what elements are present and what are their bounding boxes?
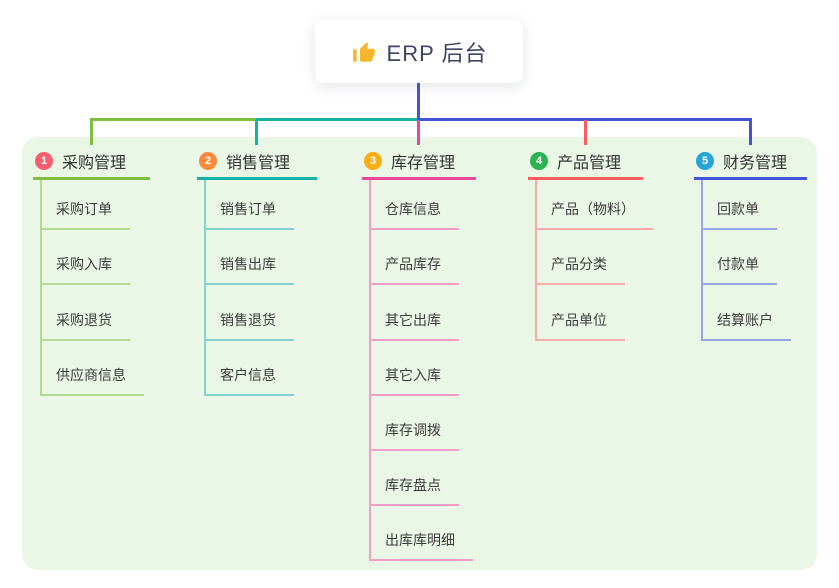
child-label: 库存盘点 [385, 477, 441, 493]
child-label: 出库库明细 [385, 532, 455, 548]
child-label: 产品（物料） [551, 201, 635, 217]
child-node[interactable]: 采购退货 [40, 309, 130, 341]
priority-3-badge: 3 [364, 152, 382, 170]
priority-2-badge: 2 [199, 152, 217, 170]
child-label: 付款单 [717, 256, 759, 272]
branch-label: 库存管理 [391, 155, 456, 172]
child-label: 采购订单 [56, 201, 112, 217]
child-label: 其它入库 [385, 367, 441, 383]
child-node[interactable]: 付款单 [701, 253, 777, 285]
branch-label: 财务管理 [723, 155, 788, 172]
child-node[interactable]: 其它入库 [369, 364, 459, 396]
child-node[interactable]: 采购入库 [40, 253, 130, 285]
child-node[interactable]: 结算账户 [701, 309, 791, 341]
connector-drop-branch-1 [90, 120, 93, 145]
child-label: 其它出库 [385, 312, 441, 328]
child-node[interactable]: 仓库信息 [369, 198, 459, 230]
child-node[interactable]: 库存调拨 [369, 419, 459, 451]
child-label: 销售订单 [220, 201, 276, 217]
child-label: 产品分类 [551, 256, 607, 272]
child-label: 回款单 [717, 201, 759, 217]
child-label: 销售退货 [220, 312, 276, 328]
connector-bus-blue [417, 118, 752, 121]
connector-drop-branch-2 [255, 120, 258, 145]
child-label: 客户信息 [220, 367, 276, 383]
branch-1-child-line [40, 178, 42, 396]
branch-label: 采购管理 [62, 155, 127, 172]
child-node[interactable]: 采购订单 [40, 198, 130, 230]
child-node[interactable]: 产品库存 [369, 253, 459, 285]
priority-1-badge: 1 [35, 152, 53, 170]
mindmap-panel [22, 137, 817, 570]
connector-drop-branch-4 [584, 120, 587, 145]
priority-5-badge: 5 [696, 152, 714, 170]
child-node[interactable]: 供应商信息 [40, 364, 144, 396]
branch-5-child-line [701, 178, 703, 341]
child-node[interactable]: 回款单 [701, 198, 777, 230]
child-node[interactable]: 销售订单 [204, 198, 294, 230]
branch-node-finance[interactable]: 5 财务管理 [694, 149, 807, 180]
root-node[interactable]: ERP 后台 [315, 20, 523, 83]
branch-node-inventory[interactable]: 3 库存管理 [362, 149, 476, 180]
child-node[interactable]: 销售退货 [204, 309, 294, 341]
branch-3-child-line [369, 178, 371, 561]
connector-bus-teal [256, 118, 418, 121]
connector-drop-branch-3 [417, 120, 420, 145]
child-node[interactable]: 产品（物料） [535, 198, 653, 230]
branch-label: 销售管理 [226, 155, 291, 172]
connector-bus-green [90, 118, 257, 121]
child-label: 采购退货 [56, 312, 112, 328]
branch-node-purchase[interactable]: 1 采购管理 [33, 149, 150, 180]
branch-label: 产品管理 [557, 155, 622, 172]
branch-2-child-line [204, 178, 206, 396]
root-title: ERP 后台 [386, 40, 488, 66]
branch-node-sales[interactable]: 2 销售管理 [197, 149, 317, 180]
priority-4-badge: 4 [530, 152, 548, 170]
child-label: 结算账户 [717, 312, 773, 328]
child-node[interactable]: 客户信息 [204, 364, 294, 396]
child-node[interactable]: 库存盘点 [369, 474, 459, 506]
branch-4-child-line [535, 178, 537, 341]
branch-node-product[interactable]: 4 产品管理 [528, 149, 643, 180]
thumbs-up-icon [351, 39, 377, 65]
child-node[interactable]: 其它出库 [369, 309, 459, 341]
child-node[interactable]: 产品分类 [535, 253, 625, 285]
child-label: 产品库存 [385, 256, 441, 272]
child-node[interactable]: 出库库明细 [369, 529, 473, 561]
child-label: 采购入库 [56, 256, 112, 272]
child-label: 供应商信息 [56, 367, 126, 383]
connector-drop-branch-5 [749, 120, 752, 145]
connector-root-vertical [417, 82, 420, 120]
child-label: 库存调拨 [385, 422, 441, 438]
child-label: 销售出库 [220, 256, 276, 272]
child-label: 产品单位 [551, 312, 607, 328]
child-node[interactable]: 销售出库 [204, 253, 294, 285]
child-label: 仓库信息 [385, 201, 441, 217]
child-node[interactable]: 产品单位 [535, 309, 625, 341]
